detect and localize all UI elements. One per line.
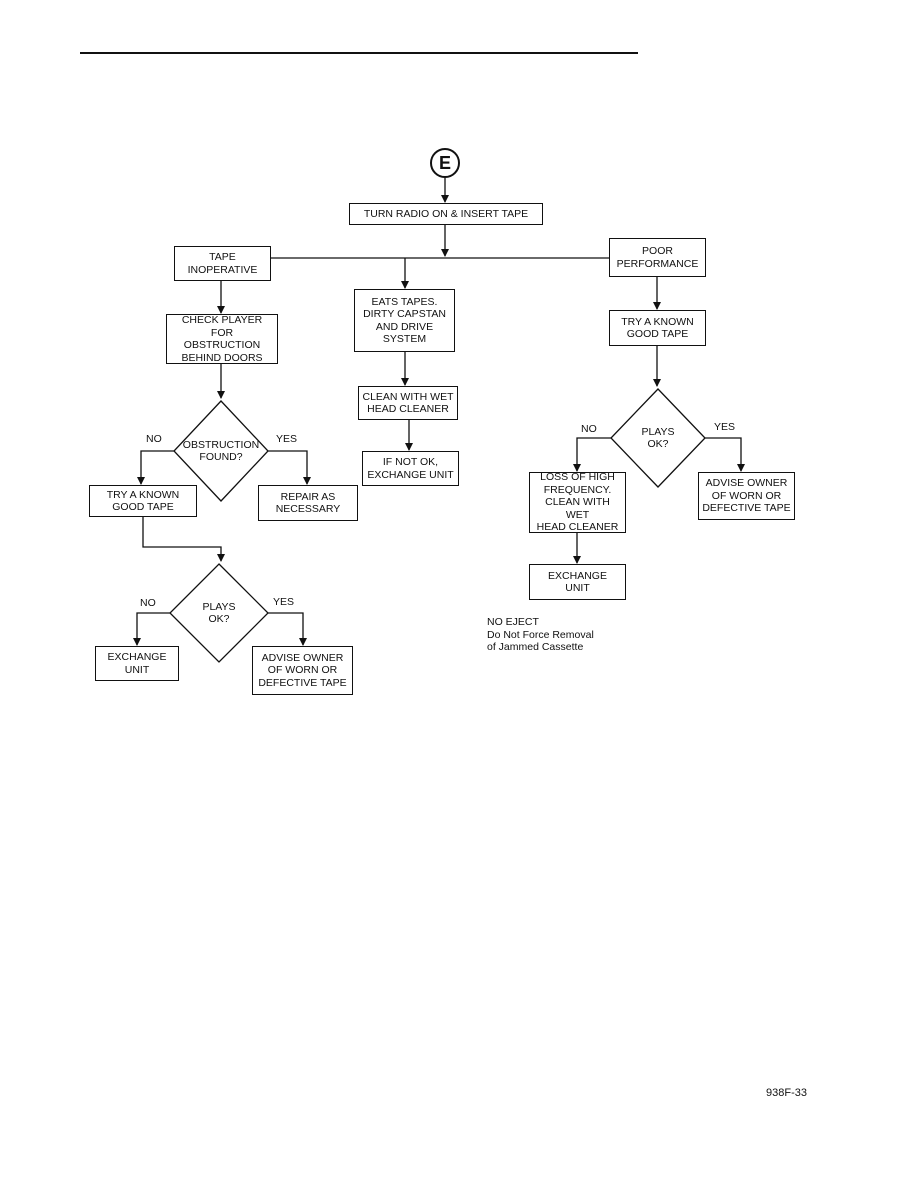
obstruction-no-label: NO <box>146 433 162 445</box>
note-line-3: of Jammed Cassette <box>487 641 584 653</box>
edge-obstruction-yes <box>268 450 311 485</box>
note-line-2: Do Not Force Removal <box>487 628 594 641</box>
plays-left-yes-label: YES <box>273 596 295 608</box>
eats-tapes-box: EATS TAPES. DIRTY CAPSTAN AND DRIVE SYST… <box>354 289 455 352</box>
tape-inoperative-box: TAPE INOPERATIVE <box>174 246 271 281</box>
try-known-tape-right-box: TRY A KNOWN GOOD TAPE <box>609 310 706 346</box>
plays-ok-left-label: PLAYS OK? <box>202 600 236 626</box>
repair-as-necessary-box: REPAIR AS NECESSARY <box>258 485 358 521</box>
try-known-tape-left-box: TRY A KNOWN GOOD TAPE <box>89 485 197 517</box>
edge-try-plays-left <box>142 517 225 562</box>
advise-owner-left-box: ADVISE OWNER OF WORN OR DEFECTIVE TAPE <box>252 646 353 695</box>
header-rule <box>80 52 638 54</box>
plays-right-yes-label: YES <box>714 421 736 433</box>
advise-owner-right-box: ADVISE OWNER OF WORN OR DEFECTIVE TAPE <box>698 472 795 520</box>
edge-plays-left-no <box>133 612 170 646</box>
obstruction-found-label: OBSTRUCTION FOUND? <box>182 438 260 464</box>
edge-plays-right-no <box>573 437 611 472</box>
clean-wet-head-box: CLEAN WITH WET HEAD CLEANER <box>358 386 458 420</box>
plays-ok-right-label: PLAYS OK? <box>641 425 675 451</box>
poor-performance-box: POOR PERFORMANCE <box>609 238 706 277</box>
no-eject-note: NO EJECT Do Not Force Removal of Jammed … <box>487 616 594 654</box>
turn-radio-on-box: TURN RADIO ON & INSERT TAPE <box>349 203 543 225</box>
if-not-ok-box: IF NOT OK, EXCHANGE UNIT <box>362 451 459 486</box>
loss-high-frequency-box: LOSS OF HIGH FREQUENCY. CLEAN WITH WET H… <box>529 471 626 533</box>
edge-plays-left-yes <box>268 612 307 646</box>
plays-left-no-label: NO <box>140 597 156 609</box>
edge-plays-right-yes <box>705 437 745 472</box>
figure-id: 938F-33 <box>766 1087 807 1099</box>
obstruction-yes-label: YES <box>276 433 298 445</box>
edge-obstruction-no <box>137 450 174 485</box>
plays-right-no-label: NO <box>581 423 597 435</box>
connector-e: E <box>430 148 460 178</box>
decision-plays-left-diamond <box>169 563 269 663</box>
exchange-unit-left-box: EXCHANGE UNIT <box>95 646 179 681</box>
decision-obstruction-diamond <box>173 400 269 502</box>
check-player-box: CHECK PLAYER FOR OBSTRUCTION BEHIND DOOR… <box>166 314 278 364</box>
exchange-unit-right-box: EXCHANGE UNIT <box>529 564 626 600</box>
decision-plays-right-diamond <box>610 388 706 488</box>
note-line-1: NO EJECT <box>487 616 539 628</box>
